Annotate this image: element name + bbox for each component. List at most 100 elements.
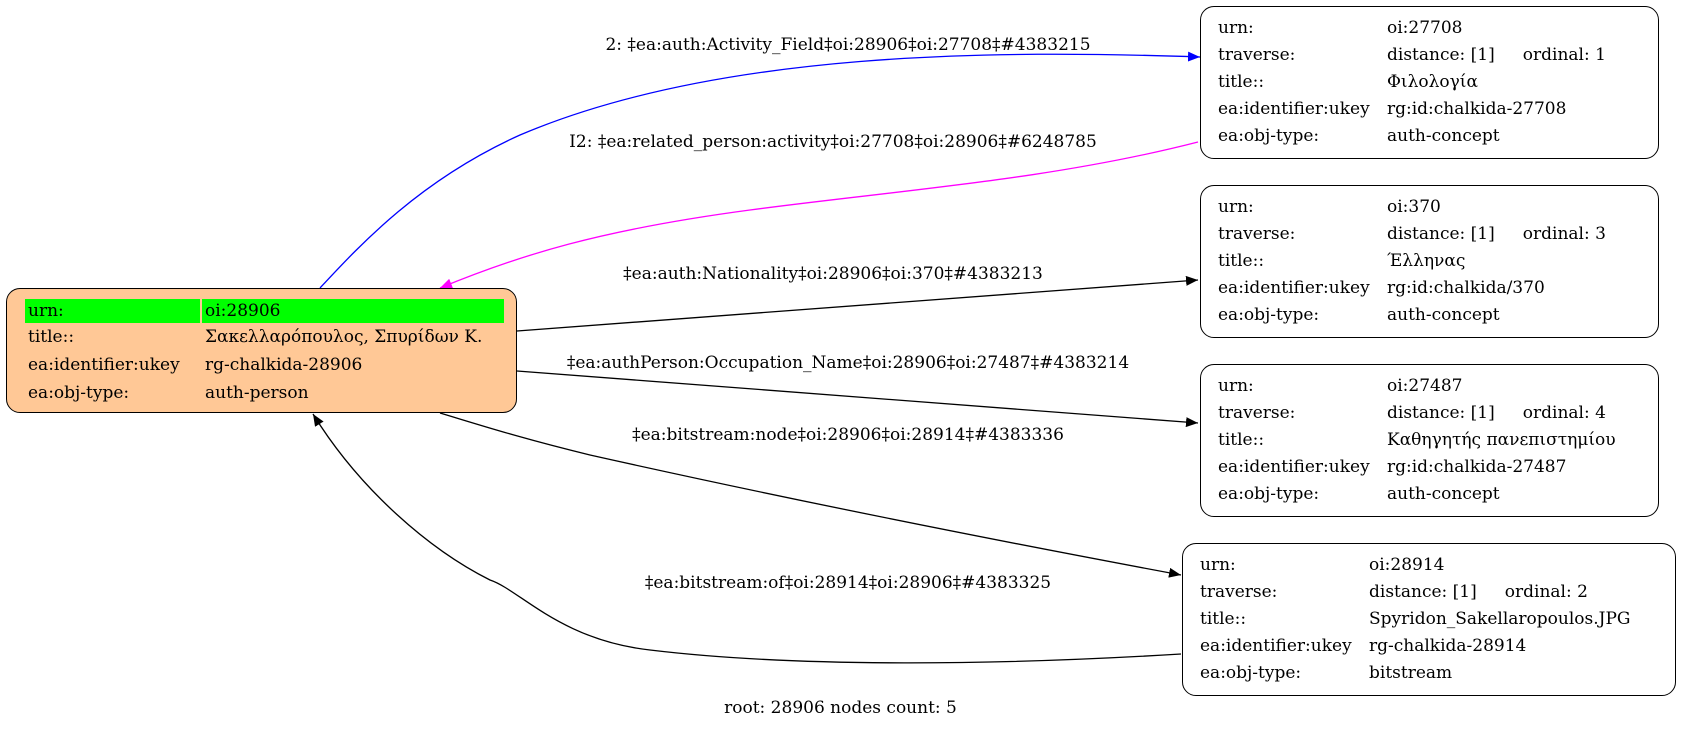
- root-ukey-key: ea:identifier:ukey: [28, 355, 180, 375]
- node-row: urn: oi:27708: [1215, 15, 1610, 42]
- edge-nationality[interactable]: [516, 275, 1199, 332]
- node-row: title::Φιλολογία: [1215, 69, 1610, 96]
- traverse-value: distance: [1] ordinal: 4: [1384, 400, 1620, 427]
- title-key: title::: [1200, 609, 1247, 629]
- root-ukey-row: ea:identifier:ukey rg-chalkida-28906: [25, 351, 504, 379]
- urn-value: oi:370: [1387, 197, 1441, 217]
- node-27708[interactable]: urn: oi:27708 traverse: distance: [1] ordin…: [1200, 6, 1659, 159]
- node-27487[interactable]: urn:oi:27487 traverse: distance: [1] ordin…: [1200, 364, 1659, 517]
- traverse-key: traverse:: [1200, 582, 1278, 602]
- root-ukey-value: rg-chalkida-28906: [205, 355, 363, 375]
- node-row: traverse: distance: [1] ordinal: 3: [1215, 221, 1610, 248]
- title-value: Spyridon_Sakellaropoulos.JPG: [1369, 609, 1631, 629]
- type-value: auth-concept: [1387, 126, 1500, 146]
- type-key: ea:obj-type:: [1218, 126, 1320, 146]
- node-row: ea:identifier:ukey rg:id:chalkida/370: [1215, 275, 1610, 302]
- root-node[interactable]: urn: oi:28906 title:: Σακελλαρόπουλος, Σ…: [6, 288, 517, 413]
- node-row: title::Καθηγητής πανεπιστημίου: [1215, 427, 1620, 454]
- traverse-key: traverse:: [1218, 224, 1296, 244]
- node-row: ea:obj-type: auth-concept: [1215, 123, 1610, 150]
- type-key: ea:obj-type:: [1218, 305, 1320, 325]
- urn-value: oi:27708: [1387, 18, 1463, 38]
- urn-key: urn:: [1200, 555, 1236, 575]
- node-28914[interactable]: urn: oi:28914 traverse: distance: [1] ordin…: [1182, 543, 1676, 696]
- node-row: ea:obj-type: auth-concept: [1215, 302, 1610, 329]
- graph-footer: root: 28906 nodes count: 5: [724, 698, 957, 718]
- node-row: traverse: distance: [1] ordinal: 4: [1215, 400, 1620, 427]
- distance-value: distance: [1]: [1387, 45, 1495, 65]
- edge-bitstream-of[interactable]: [312, 413, 1182, 664]
- node-370-table: urn: oi:370 traverse: distance: [1] ordinal…: [1213, 194, 1612, 329]
- distance-value: distance: [1]: [1387, 224, 1495, 244]
- node-row: urn: oi:370: [1215, 194, 1610, 221]
- edge-label-bitstream-of: ‡ea:bitstream:of‡oi:28914‡oi:28906‡#4383…: [645, 573, 1051, 593]
- title-value: Έλληνας: [1387, 251, 1466, 271]
- ordinal-value: ordinal: 1: [1522, 45, 1606, 65]
- root-urn-row: urn: oi:28906: [25, 299, 504, 323]
- traverse-key: traverse:: [1218, 403, 1296, 423]
- edge-bitstream-node[interactable]: [439, 412, 1182, 578]
- traverse-value: distance: [1] ordinal: 2: [1366, 579, 1634, 606]
- ordinal-value: ordinal: 3: [1522, 224, 1606, 244]
- node-row: ea:obj-type: bitstream: [1197, 660, 1634, 687]
- root-type-value: auth-person: [205, 383, 309, 403]
- node-row: ea:obj-type:auth-concept: [1215, 481, 1620, 508]
- title-key: title::: [1218, 72, 1265, 92]
- title-key: title::: [1218, 251, 1265, 271]
- edge-related-person[interactable]: [439, 141, 1199, 289]
- urn-key: urn:: [1218, 197, 1254, 217]
- urn-key: urn:: [1218, 18, 1254, 38]
- urn-value: oi:27487: [1387, 376, 1463, 396]
- node-row: urn:oi:27487: [1215, 373, 1620, 400]
- ukey-key: ea:identifier:ukey: [1200, 636, 1352, 656]
- node-row: ea:identifier:ukey rg:id:chalkida-27708: [1215, 96, 1610, 123]
- ukey-value: rg:id:chalkida/370: [1387, 278, 1545, 298]
- root-type-key: ea:obj-type:: [28, 383, 130, 403]
- type-key: ea:obj-type:: [1200, 663, 1302, 683]
- edge-label-activity-field: 2: ‡ea:auth:Activity_Field‡oi:28906‡oi:2…: [605, 35, 1090, 55]
- type-value: bitstream: [1369, 663, 1453, 683]
- edge-label-bitstream-node: ‡ea:bitstream:node‡oi:28906‡oi:28914‡#43…: [632, 425, 1064, 445]
- type-value: auth-concept: [1387, 305, 1500, 325]
- root-urn-value: oi:28906: [202, 299, 504, 323]
- title-value: Φιλολογία: [1387, 72, 1478, 92]
- ordinal-value: ordinal: 2: [1504, 582, 1588, 602]
- node-370[interactable]: urn: oi:370 traverse: distance: [1] ordinal…: [1200, 185, 1659, 338]
- root-urn-key: urn:: [25, 299, 200, 323]
- traverse-value: distance: [1] ordinal: 3: [1384, 221, 1610, 248]
- urn-value: oi:28914: [1369, 555, 1445, 575]
- ukey-key: ea:identifier:ukey: [1218, 278, 1370, 298]
- title-value: Καθηγητής πανεπιστημίου: [1387, 430, 1616, 450]
- node-row: traverse: distance: [1] ordinal: 1: [1215, 42, 1610, 69]
- traverse-key: traverse:: [1218, 45, 1296, 65]
- node-row: ea:identifier:ukey rg:id:chalkida-27487: [1215, 454, 1620, 481]
- node-27708-table: urn: oi:27708 traverse: distance: [1] ordin…: [1213, 15, 1612, 150]
- node-28914-table: urn: oi:28914 traverse: distance: [1] ordin…: [1195, 552, 1636, 687]
- edge-label-occupation: ‡ea:authPerson:Occupation_Name‡oi:28906‡…: [567, 353, 1129, 373]
- node-row: title::Spyridon_Sakellaropoulos.JPG: [1197, 606, 1634, 633]
- node-row: ea:identifier:ukey rg-chalkida-28914: [1197, 633, 1634, 660]
- ukey-value: rg-chalkida-28914: [1369, 636, 1527, 656]
- ukey-value: rg:id:chalkida-27708: [1387, 99, 1567, 119]
- ordinal-value: ordinal: 4: [1522, 403, 1606, 423]
- edge-label-nationality: ‡ea:auth:Nationality‡oi:28906‡oi:370‡#43…: [623, 264, 1043, 284]
- traverse-value: distance: [1] ordinal: 1: [1384, 42, 1610, 69]
- edge-activity-field[interactable]: [319, 51, 1201, 289]
- node-row: urn: oi:28914: [1197, 552, 1634, 579]
- root-node-table: urn: oi:28906 title:: Σακελλαρόπουλος, Σ…: [23, 299, 506, 407]
- root-type-row: ea:obj-type: auth-person: [25, 379, 504, 407]
- type-value: auth-concept: [1387, 484, 1500, 504]
- distance-value: distance: [1]: [1387, 403, 1495, 423]
- edge-occupation[interactable]: [516, 370, 1199, 428]
- ukey-key: ea:identifier:ukey: [1218, 99, 1370, 119]
- edge-label-related-person: I2: ‡ea:related_person:activity‡oi:27708…: [569, 132, 1097, 152]
- root-title-row: title:: Σακελλαρόπουλος, Σπυρίδων Κ.: [25, 323, 504, 351]
- root-title-value: Σακελλαρόπουλος, Σπυρίδων Κ.: [205, 327, 483, 347]
- title-key: title::: [1218, 430, 1265, 450]
- root-title-key: title::: [28, 327, 75, 347]
- node-27487-table: urn:oi:27487 traverse: distance: [1] ordin…: [1213, 373, 1622, 508]
- distance-value: distance: [1]: [1369, 582, 1477, 602]
- ukey-key: ea:identifier:ukey: [1218, 457, 1370, 477]
- ukey-value: rg:id:chalkida-27487: [1387, 457, 1567, 477]
